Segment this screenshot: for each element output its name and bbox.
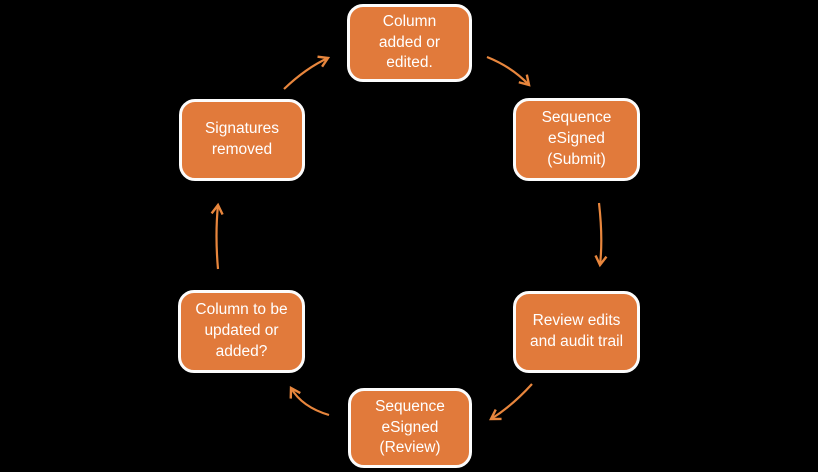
node-sequence-esigned-review: Sequence eSigned (Review) (348, 388, 472, 468)
node-label: Sequence eSigned (Review) (375, 397, 445, 457)
arrow-esigned-submit-to-review-edits (594, 202, 608, 268)
node-label: Sequence eSigned (Submit) (541, 109, 612, 168)
arrow-column-update-to-signatures-removed (210, 202, 224, 270)
node-sequence-esigned-submit: Sequence eSigned (Submit) (513, 98, 640, 181)
node-column-to-be-updated: Column to be updated or added? (178, 290, 305, 373)
node-label: Signatures removed (204, 120, 280, 158)
node-label: Review edits and audit trail (529, 312, 624, 350)
node-column-added-or-edited: Column added or edited. (347, 4, 472, 82)
arrow-column-added-to-esigned-submit (486, 55, 531, 87)
node-label: Column to be updated or added? (195, 301, 288, 360)
arrow-signatures-removed-to-column-added (283, 55, 331, 90)
arrow-review-edits-to-esigned-review (489, 383, 533, 421)
node-review-edits-audit-trail: Review edits and audit trail (513, 291, 640, 373)
node-label: Column added or edited. (378, 12, 441, 72)
node-signatures-removed: Signatures removed (179, 99, 305, 181)
arrow-esigned-review-to-column-update (289, 386, 330, 417)
